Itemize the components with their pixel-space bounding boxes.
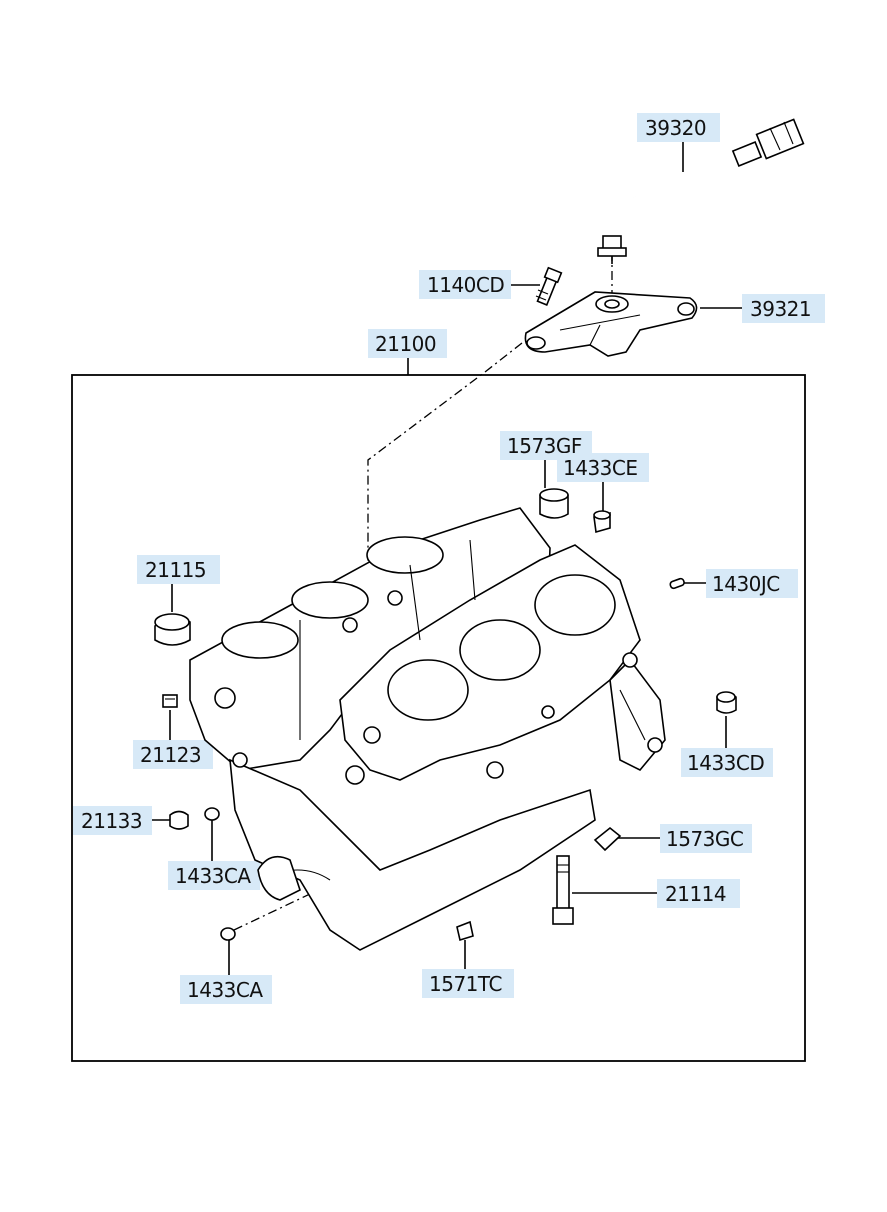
bolt-1140CD: [535, 266, 563, 306]
dowel-1433CA-upper: [204, 807, 220, 821]
plug-21133: [169, 810, 189, 830]
callout-21100-text: 21100: [375, 332, 436, 356]
bracket-39321: [524, 291, 698, 357]
plug-21115: [154, 613, 191, 646]
assembly-frame: [71, 374, 806, 1062]
callout-1571TC-text: 1571TC: [429, 972, 502, 996]
callout-1140CD[interactable]: 1140CD: [419, 270, 511, 299]
callout-1430JC-text: 1430JC: [712, 572, 780, 596]
callout-21123-text: 21123: [140, 743, 201, 767]
callout-1140CD-text: 1140CD: [427, 273, 504, 297]
callout-39320-text: 39320: [645, 116, 706, 140]
callout-21123[interactable]: 21123: [133, 740, 213, 769]
callout-21115[interactable]: 21115: [137, 555, 220, 584]
callout-21133[interactable]: 21133: [73, 806, 152, 835]
callout-39321[interactable]: 39321: [742, 294, 825, 323]
callout-1573GC[interactable]: 1573GC: [660, 824, 752, 853]
callout-1573GC-text: 1573GC: [666, 827, 743, 851]
knock-sensor-harness: [597, 118, 805, 264]
callout-21100[interactable]: 21100: [368, 329, 447, 358]
plug-1571TC: [456, 920, 474, 942]
callout-1430JC[interactable]: 1430JC: [706, 569, 798, 598]
plug-21123: [162, 694, 178, 708]
callout-1433CD-text: 1433CD: [687, 751, 764, 775]
bolt-21114: [552, 855, 574, 925]
callout-1433CD[interactable]: 1433CD: [681, 748, 773, 777]
callout-1433CE-text: 1433CE: [563, 456, 638, 480]
plug-1573GF: [539, 488, 569, 519]
dowel-1433CA-lower: [220, 927, 236, 941]
callout-21114[interactable]: 21114: [657, 879, 740, 908]
callout-39320[interactable]: 39320: [637, 113, 720, 142]
leader-lines: [152, 142, 742, 975]
callout-1433CA-left-upper-text: 1433CA: [175, 864, 251, 888]
callout-1433CA-left-upper[interactable]: 1433CA: [168, 861, 260, 890]
callout-21115-text: 21115: [145, 558, 206, 582]
callout-1433CA-left-lower[interactable]: 1433CA: [180, 975, 272, 1004]
plug-1573GC: [593, 826, 622, 852]
callout-21114-text: 21114: [665, 882, 726, 906]
dowel-1433CE: [593, 510, 611, 534]
callout-1571TC[interactable]: 1571TC: [422, 969, 514, 998]
pin-1430JC: [669, 577, 685, 590]
dowel-1433CD: [716, 691, 737, 714]
callout-1433CA-left-lower-text: 1433CA: [187, 978, 263, 1002]
callout-21133-text: 21133: [81, 809, 142, 833]
callout-39321-text: 39321: [750, 297, 811, 321]
engine-block-21100: [189, 507, 666, 951]
callout-1433CE[interactable]: 1433CE: [557, 453, 649, 482]
